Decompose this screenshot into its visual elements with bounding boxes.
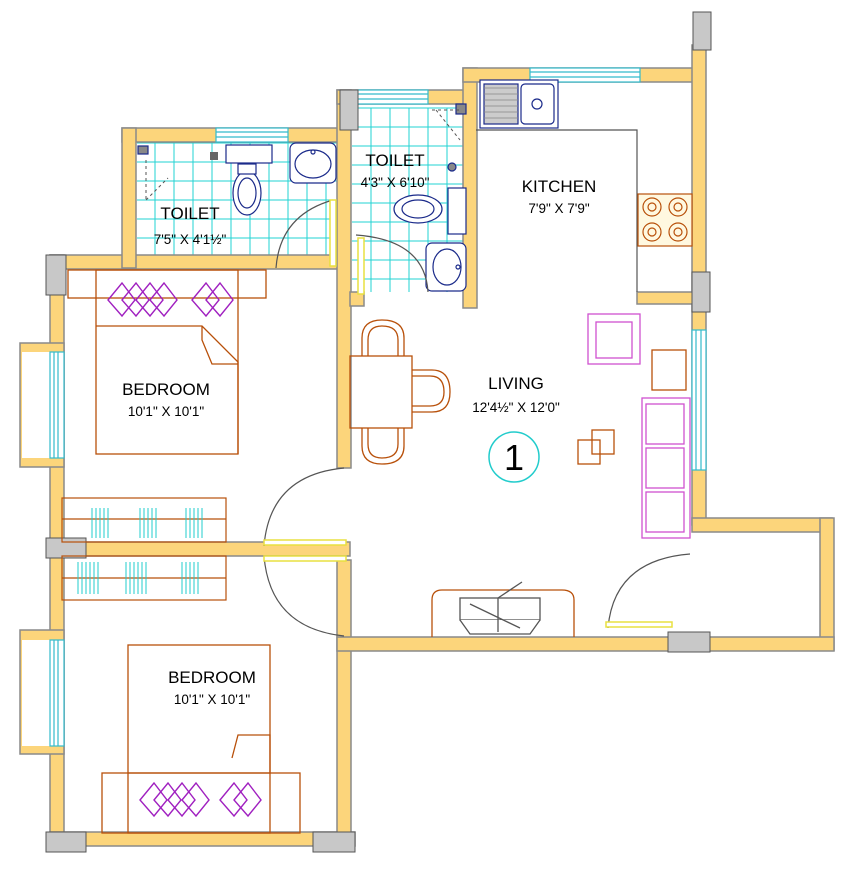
bedroom-bottom-dims: 10'1" X 10'1" (174, 692, 251, 707)
unit-marker: 1 (488, 431, 540, 483)
cistern (225, 144, 273, 164)
toilet-right-dims: 4'3" X 6'10" (361, 175, 430, 190)
bedroom-top-dims: 10'1" X 10'1" (128, 404, 205, 419)
bed-top (67, 269, 267, 455)
armchair (587, 313, 641, 365)
shower-areas (145, 109, 461, 201)
door-toilet-left (275, 199, 334, 269)
wc-bowl (393, 194, 443, 224)
hob (637, 193, 693, 247)
window-toilet-left (215, 127, 289, 143)
wall-living-bottom (336, 636, 835, 652)
wall-toilet-right-bottom (349, 291, 365, 307)
kitchen-name: KITCHEN (522, 177, 597, 196)
sink (479, 79, 559, 129)
column (45, 254, 67, 296)
chair-top (361, 319, 405, 356)
window-left-bottom (49, 639, 65, 747)
column (667, 631, 711, 653)
door-bedroom-bottom (263, 555, 345, 637)
wardrobe-upper (61, 497, 227, 543)
living-dims: 12'4½" X 12'0" (472, 400, 560, 415)
window-recess-fill (22, 352, 50, 746)
kitchen-dims: 7'9" X 7'9" (528, 201, 589, 216)
toilet-left-dims: 7'5" X 4'1½" (154, 232, 227, 247)
toilet-left-fixtures (137, 142, 337, 216)
toilet-right-fixtures (393, 103, 467, 292)
room-labels: TOILET 7'5" X 4'1½" TOILET 4'3" X 6'10" … (122, 151, 596, 707)
living-name: LIVING (488, 374, 544, 393)
door-bedroom-top (263, 467, 345, 547)
column (312, 831, 356, 853)
tea-table (577, 429, 615, 465)
sofa (641, 397, 691, 539)
doors (263, 199, 691, 637)
wall-center-lower (336, 559, 352, 847)
window-left-top (49, 351, 65, 459)
toilet-right-name: TOILET (365, 151, 424, 170)
window-toilet-right (355, 89, 429, 105)
shower-tap (455, 103, 467, 115)
door-entrance (607, 553, 691, 629)
wardrobe-lower (61, 555, 227, 601)
dining-set (349, 319, 451, 465)
dining-table (349, 355, 413, 429)
tv-unit (431, 581, 575, 637)
wall-living-ext-v (819, 517, 835, 651)
column (45, 537, 87, 559)
shower-tap (137, 145, 149, 155)
bed-bottom (101, 644, 301, 834)
column (692, 11, 712, 51)
wall-toilet-left-side (121, 127, 137, 269)
wall-living-ext-h (691, 517, 833, 533)
washbasin (289, 142, 337, 184)
column (45, 831, 87, 853)
toilet-left-name: TOILET (160, 204, 219, 223)
chair-bottom (361, 428, 405, 465)
door-toilet-right (355, 234, 429, 293)
wall-bedroom-top (49, 254, 351, 270)
bedroom-top-name: BEDROOM (122, 380, 210, 399)
column (339, 89, 359, 131)
column (691, 271, 711, 313)
windows (49, 67, 707, 747)
kitchen-counter (476, 129, 638, 292)
window-living-right (691, 329, 707, 471)
columns (45, 11, 712, 853)
bedroom-bottom-name: BEDROOM (168, 668, 256, 687)
door-leaves (263, 199, 673, 628)
chair-right (412, 369, 451, 413)
cistern (447, 187, 467, 235)
wall-bottom (49, 831, 356, 847)
wall-center-upper (336, 89, 352, 469)
unit-number: 1 (504, 437, 524, 478)
side-table (651, 349, 687, 391)
